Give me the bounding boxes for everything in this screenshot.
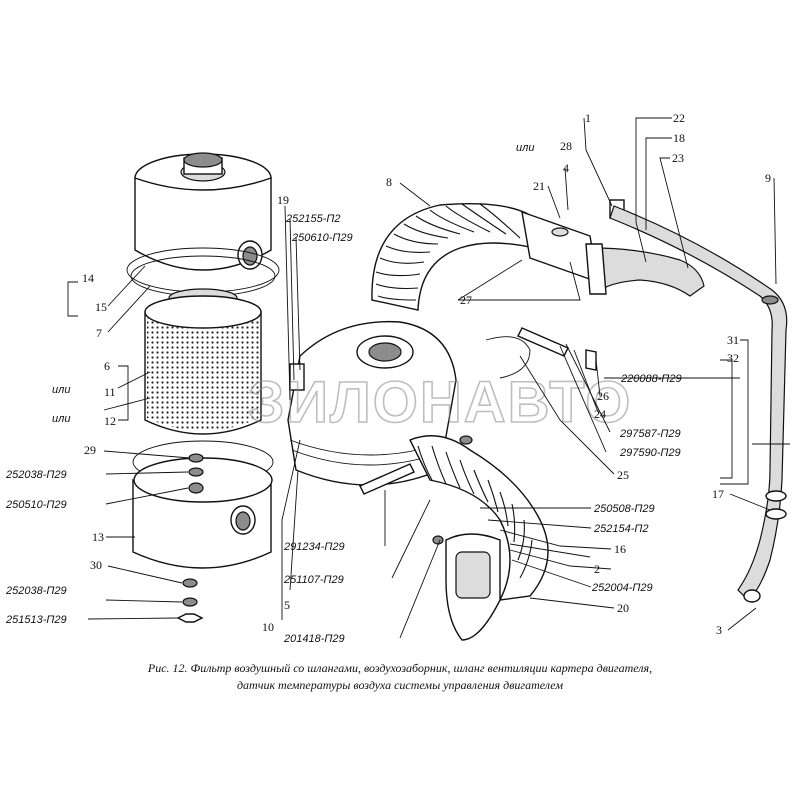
filter-element [144,295,262,435]
exhaust-bracket [445,533,501,641]
callout-23: 23 [672,151,684,165]
callout-30: 30 [90,558,102,572]
code-252155: 252155-П2 [285,213,340,225]
leader-lines [67,117,777,639]
callout-4: 4 [563,161,569,175]
callout-26: 26 [597,389,609,403]
lower-hose [409,435,549,601]
callout-24: 24 [594,407,606,421]
watermark-text: ЗИЛОНАВТО [248,370,632,435]
washers-nuts [176,453,204,623]
callout-18: 18 [673,131,685,145]
callout-15: 15 [95,300,107,314]
code-201418: 201418-П29 [283,633,345,645]
code-297587: 297587-П29 [619,428,681,440]
callout-1: 1 [585,111,591,125]
code-297590: 297590-П29 [619,447,681,459]
callout-8: 8 [386,175,392,189]
callout-22: 22 [673,111,685,125]
code-252038-lower: 252038-П29 [5,585,67,597]
ili-label-2: или [52,413,70,425]
callout-32: 32 [727,351,739,365]
callout-3: 3 [716,623,722,637]
code-250508: 250508-П29 [593,503,655,515]
code-220088: 220088-П29 [620,373,682,385]
callout-9: 9 [765,171,771,185]
callout-29: 29 [84,443,96,457]
upper-hose [371,203,599,311]
code-252038-upper: 252038-П29 [5,469,67,481]
code-251513: 251513-П29 [5,614,67,626]
callout-10: 10 [262,620,274,634]
callout-12: 12 [104,414,116,428]
part-codes: 252155-П2 250610-П29 220088-П29 297587-П… [5,213,682,645]
callout-17: 17 [712,487,724,501]
alternative-labels: или или или [52,142,534,425]
callout-21: 21 [533,179,545,193]
callout-11: 11 [104,385,116,399]
right-elbow-hose [585,243,705,297]
clamp-band [485,327,597,379]
callout-28: 28 [560,139,572,153]
callout-19: 19 [277,193,289,207]
callout-6: 6 [104,359,110,373]
filter-body-bowl [132,440,274,569]
callout-2: 2 [594,562,600,576]
callout-20: 20 [617,601,629,615]
filter-cover [134,152,272,271]
code-252004: 252004-П29 [591,582,653,594]
code-251107: 251107-П29 [283,574,344,586]
code-250610: 250610-П29 [291,232,353,244]
callout-25: 25 [617,468,629,482]
code-252154: 252154-П2 [593,523,648,535]
callout-27: 27 [460,293,472,307]
callout-numbers: 1 2 3 4 5 6 7 8 9 10 11 12 13 14 15 16 1… [82,111,771,637]
code-250510: 250510-П29 [5,499,67,511]
callout-31: 31 [727,333,739,347]
callout-16: 16 [614,542,626,556]
callout-13: 13 [92,530,104,544]
callout-14: 14 [82,271,94,285]
crankcase-vent-pipe [609,205,790,603]
ili-label-3: или [516,142,534,154]
code-291234: 291234-П29 [283,541,345,553]
ili-label-1: или [52,384,70,396]
callout-7: 7 [96,326,102,340]
callout-5: 5 [284,598,290,612]
caption-line-2: датчик температуры воздуха системы управ… [237,678,563,692]
caption-line-1: Рис. 12. Фильтр воздушный со шлангами, в… [147,661,652,675]
